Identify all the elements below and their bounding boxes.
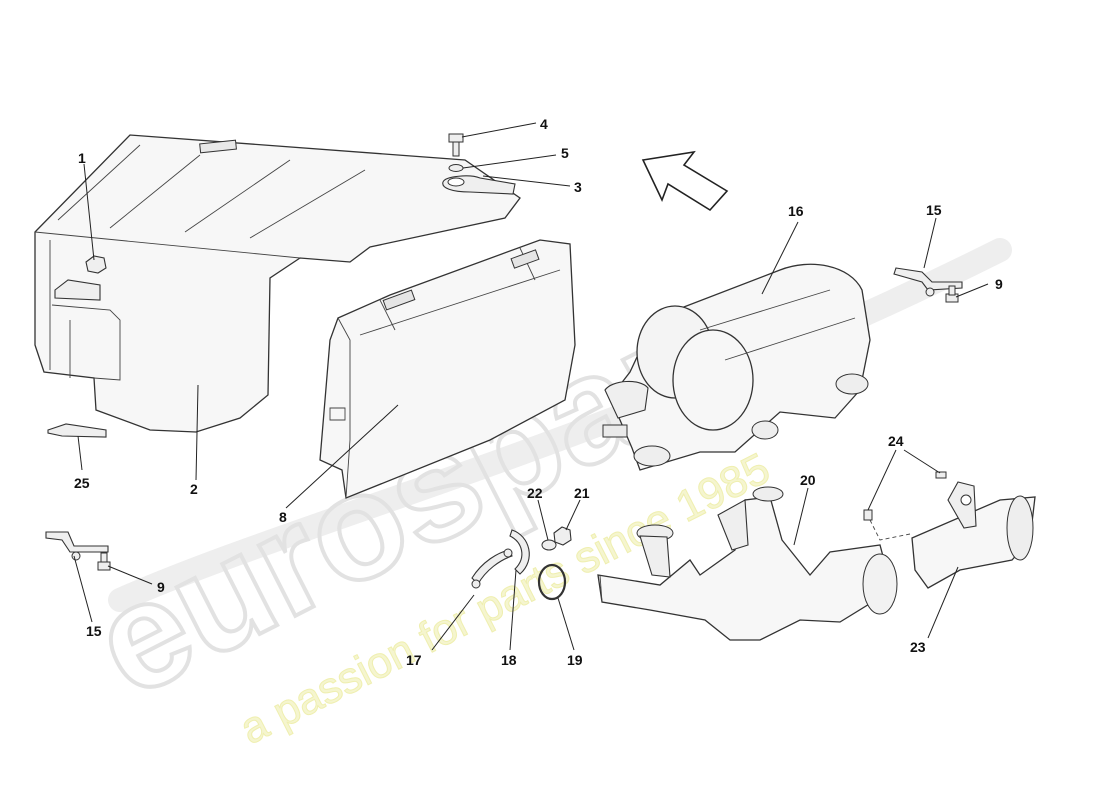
callout-23: 23 — [910, 639, 926, 655]
callout-25: 25 — [74, 475, 90, 491]
callout-19: 19 — [567, 652, 583, 668]
callout-22: 22 — [527, 485, 543, 501]
washer-part — [448, 164, 464, 172]
callout-15-left: 15 — [86, 623, 102, 639]
callout-24: 24 — [888, 433, 904, 449]
callout-1: 1 — [78, 150, 86, 166]
callout-9-right: 9 — [995, 276, 1003, 292]
screw-part-left — [97, 552, 111, 571]
callout-4: 4 — [540, 116, 548, 132]
callout-9-left: 9 — [157, 579, 165, 595]
callout-15-right: 15 — [926, 202, 942, 218]
clamp-half-part — [471, 548, 513, 589]
exhaust-pipe-part — [597, 486, 898, 641]
sealing-ring-part — [537, 563, 567, 601]
tailpipe-part — [911, 481, 1036, 589]
washer-small-part — [541, 539, 557, 551]
callout-16: 16 — [788, 203, 804, 219]
callout-21: 21 — [574, 485, 590, 501]
silencer-part — [602, 263, 871, 471]
screw-part-right — [945, 285, 959, 303]
callout-20: 20 — [800, 472, 816, 488]
callout-8: 8 — [279, 509, 287, 525]
small-bolt-part — [863, 471, 947, 521]
callout-3: 3 — [574, 179, 582, 195]
callout-2: 2 — [190, 481, 198, 497]
secondary-heat-shield-part — [319, 239, 576, 499]
leader-lines — [73, 122, 989, 651]
callout-17: 17 — [406, 652, 422, 668]
bracket-part — [442, 175, 516, 195]
mounting-bracket-part-left — [45, 531, 109, 561]
callouts: 1 2 3 4 5 8 9 9 15 15 16 17 18 19 20 21 … — [74, 116, 1003, 668]
mounting-bracket-part-right — [893, 267, 963, 297]
callout-18: 18 — [501, 652, 517, 668]
clip-part — [47, 423, 107, 438]
clamp-segment-part — [509, 529, 530, 575]
direction-arrow-icon — [641, 150, 729, 212]
callout-5: 5 — [561, 145, 569, 161]
bolt-part — [448, 133, 464, 157]
